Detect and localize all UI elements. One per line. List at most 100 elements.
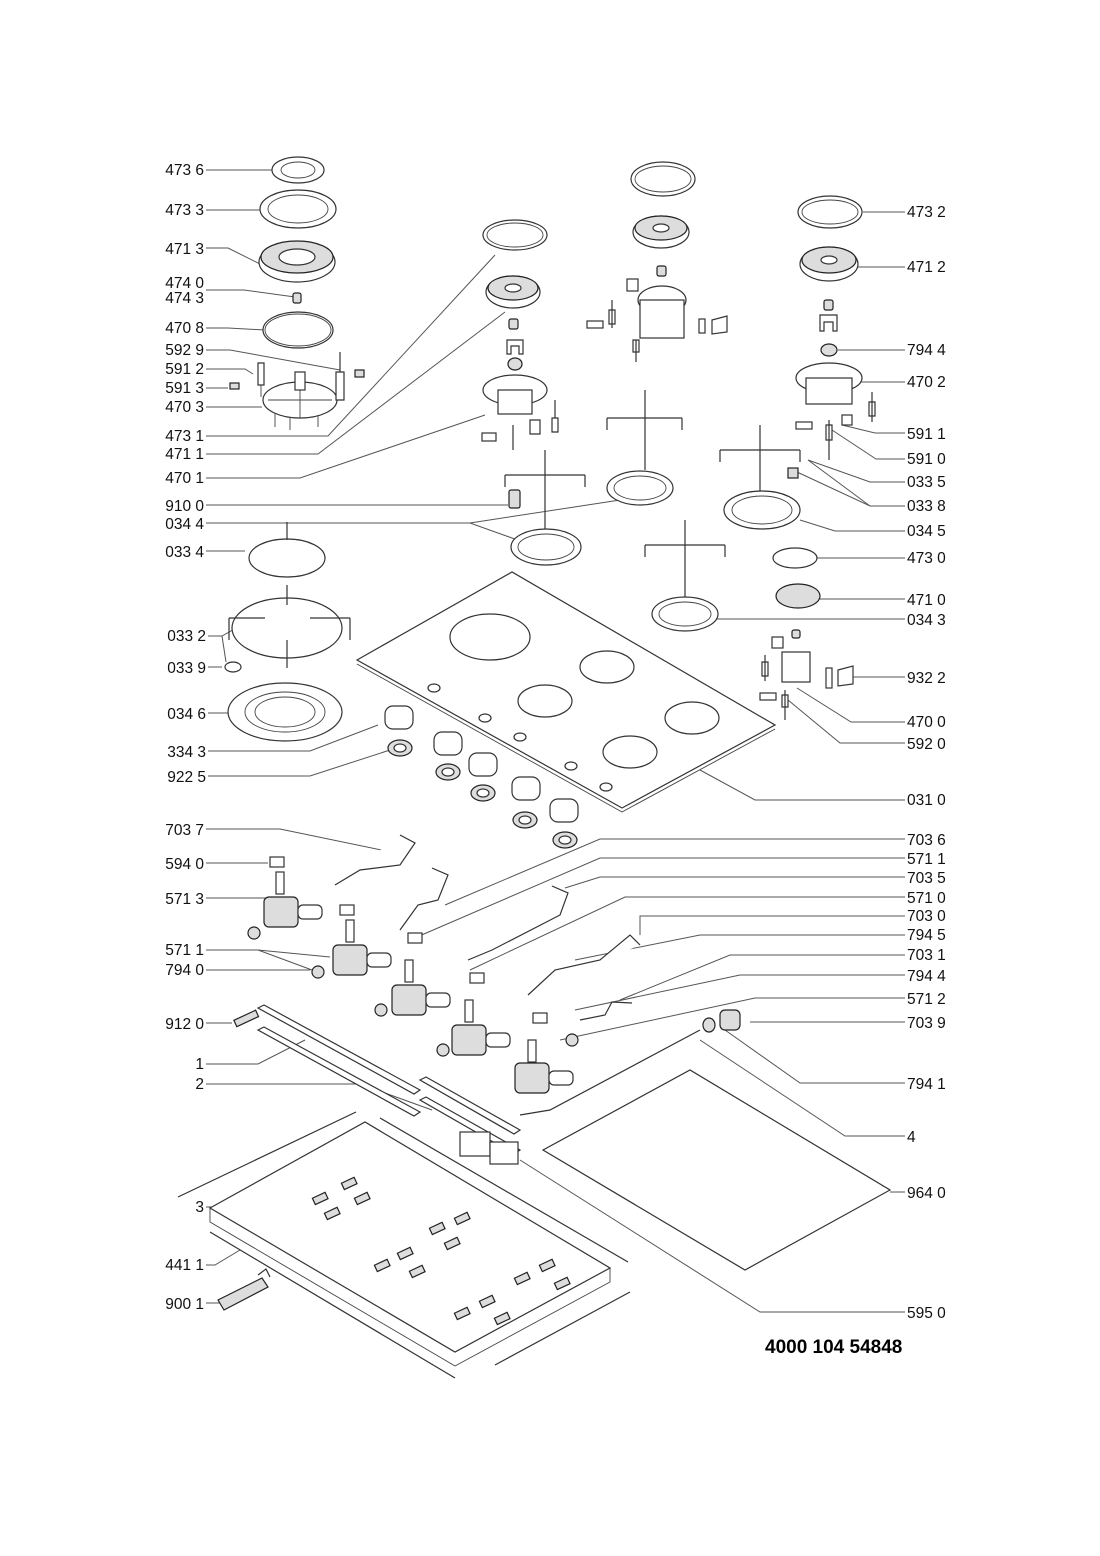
pan-supports: [504, 390, 801, 600]
label-592-0: 592 0: [907, 736, 946, 753]
label-900-1: 900 1: [165, 1296, 204, 1313]
leader-591-0: [831, 429, 905, 460]
knob-2: [433, 731, 463, 781]
label-571-3: 571 3: [165, 891, 204, 908]
clip-592-9: [354, 369, 365, 378]
leader-033-8: [796, 471, 905, 507]
label-591-3: 591 3: [165, 380, 204, 397]
label-473-2: 473 2: [907, 204, 946, 221]
wok-burner-assembly: [229, 156, 365, 430]
leader-470-8: [206, 327, 266, 331]
right-labels: 473 2 471 2 794 4 470 2 591 1 591 0 033 …: [907, 204, 946, 1322]
clip: [481, 432, 497, 442]
seal-794-1: [702, 1017, 716, 1033]
clip-591-3: [229, 382, 240, 390]
leader-034-5: [799, 519, 905, 532]
leader-lines: [206, 169, 905, 1313]
leader-571-1-right: [409, 857, 905, 941]
leader-571-2: [559, 997, 905, 1041]
wok-support-parts: [224, 522, 351, 742]
label-473-0: 473 0: [907, 550, 946, 567]
thermocouple-591-2: [257, 362, 265, 386]
label-794-1: 794 1: [907, 1076, 946, 1093]
label-932-2: 932 2: [907, 670, 946, 687]
label-571-1: 571 1: [165, 942, 204, 959]
label-703-9: 703 9: [907, 1015, 946, 1032]
label-794-0: 794 0: [165, 962, 204, 979]
label-594-0: 594 0: [165, 856, 204, 873]
leader-794-1: [724, 1029, 905, 1084]
leader-703-0: [639, 915, 905, 935]
thermocouple-591-0: [825, 420, 833, 460]
label-470-1: 470 1: [165, 470, 204, 487]
label-703-7: 703 7: [165, 822, 204, 839]
gas-pipes: [334, 834, 641, 1021]
label-3: 3: [195, 1199, 204, 1216]
label-033-5: 033 5: [907, 474, 946, 491]
leader-703-5: [564, 876, 905, 889]
label-334-3: 334 3: [167, 744, 206, 761]
label-703-5: 703 5: [907, 870, 946, 887]
rail-1: [256, 1004, 422, 1095]
spark-plug-592-9: [335, 352, 345, 401]
knob-4: [511, 776, 541, 829]
leader-703-1: [619, 954, 905, 1001]
burner-base-470-3: [262, 371, 338, 430]
label-441-1: 441 1: [165, 1257, 204, 1274]
label-703-6: 703 6: [907, 832, 946, 849]
leader-703-6: [444, 838, 905, 906]
label-703-0: 703 0: [907, 908, 946, 925]
leader-334-3: [208, 724, 379, 752]
leader-922-5: [208, 749, 391, 777]
parts: [177, 156, 892, 1379]
spark-plug-592-0: [781, 690, 789, 720]
label-794-5: 794 5: [907, 927, 946, 944]
label-591-0: 591 0: [907, 451, 946, 468]
label-910-0: 910 0: [165, 498, 204, 515]
leader-474: [206, 289, 296, 298]
burner-cap-ring-small: [271, 156, 325, 184]
burner-cap-ring-large: [259, 189, 337, 229]
semi-rapid-burner-left: [481, 219, 559, 450]
leader-592-0: [787, 699, 905, 744]
label-034-3: 034 3: [907, 612, 946, 629]
label-034-5: 034 5: [907, 523, 946, 540]
gas-inlet: [519, 1009, 741, 1116]
cap-473-1: [482, 219, 548, 251]
valve-571-0: [436, 999, 511, 1057]
pipe-703-1: [579, 1001, 633, 1021]
leader-033-5: [807, 459, 905, 507]
label-471-1: 471 1: [165, 446, 204, 463]
valve-571-1a: [311, 919, 392, 979]
leader-703-7: [206, 828, 397, 854]
pan-support-4: [644, 520, 726, 600]
leader-591-1: [841, 424, 905, 434]
label-794-4-bottom: 794 4: [907, 968, 946, 985]
leader-471-1: [206, 311, 506, 455]
valve-571-3: [247, 871, 323, 940]
bracket-900-1: [217, 1268, 271, 1311]
disc-034-5: [723, 490, 801, 530]
auxiliary-burner: [759, 547, 854, 720]
label-592-9: 592 9: [165, 342, 204, 359]
label-571-0: 571 0: [907, 890, 946, 907]
crown-471-0: [775, 583, 821, 609]
leader-794-4-bottom: [574, 974, 905, 1011]
leader-031-0: [699, 769, 905, 801]
spreader-discs: [508, 470, 801, 632]
label-473-6: 473 6: [165, 162, 204, 179]
control-knobs: [384, 705, 579, 849]
label-474-0: 474 0: [165, 275, 204, 292]
connector-595-0: [459, 1131, 491, 1157]
label-922-5: 922 5: [167, 769, 206, 786]
screw-910-0: [508, 489, 521, 509]
leader-592-9: [206, 349, 341, 371]
label-034-6: 034 6: [167, 706, 206, 723]
rubber-foot-033-9: [224, 661, 242, 673]
wok-ring-033-4: [248, 538, 326, 578]
disc-034-4a: [606, 470, 674, 506]
screw-912-0: [233, 1009, 260, 1028]
pipe-703-0: [527, 934, 641, 996]
label-471-3: 471 3: [165, 241, 204, 258]
